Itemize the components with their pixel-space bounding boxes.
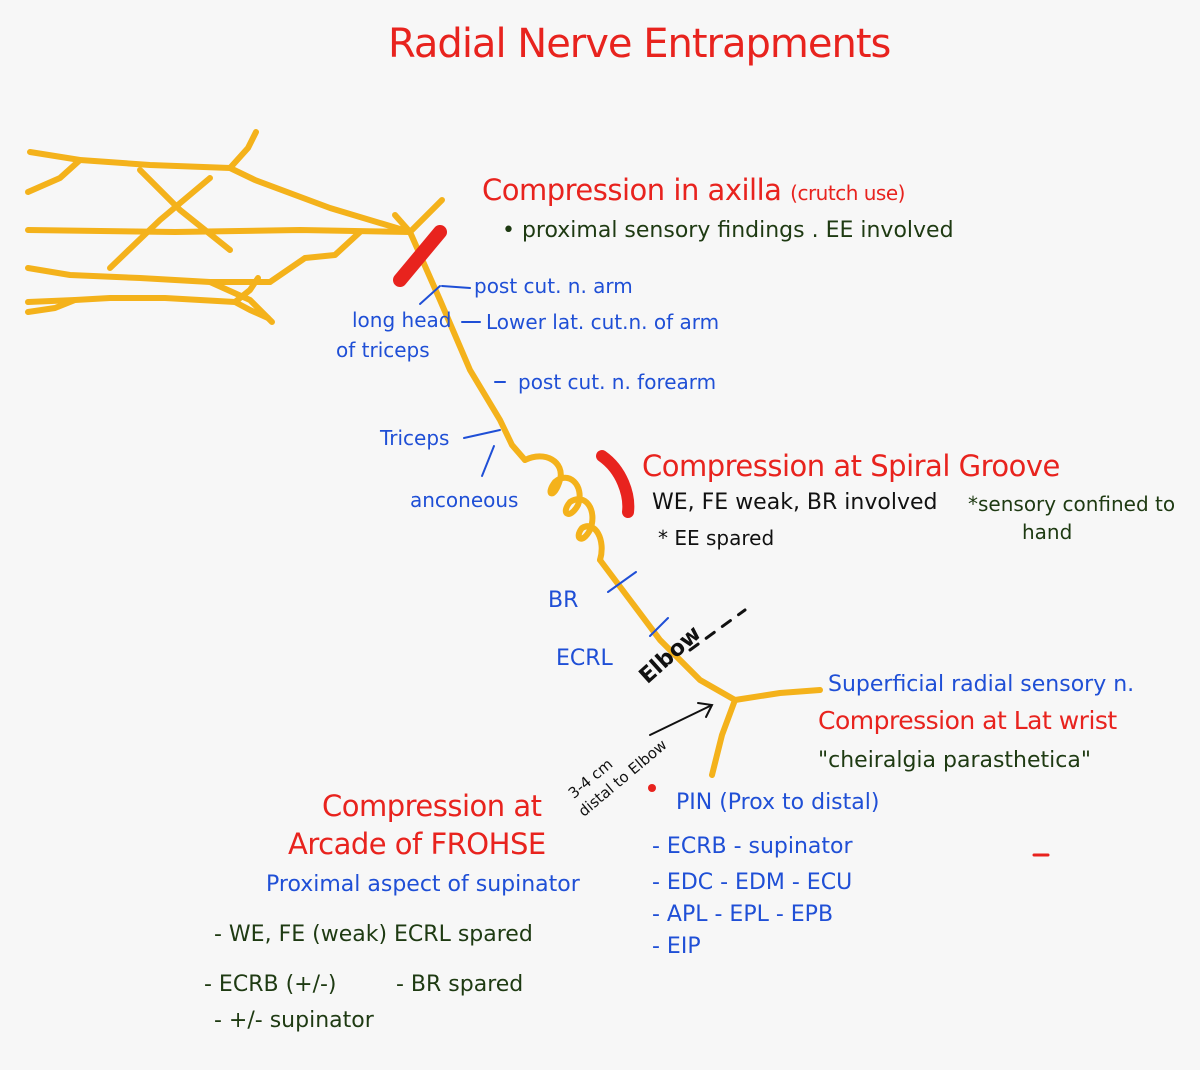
pointer-long-head: [419, 285, 441, 305]
radial-nerve-forearm-segment: [597, 557, 738, 703]
axilla-heading-text: Compression in axilla: [482, 173, 782, 207]
spiral-groove-spared: * EE spared: [658, 526, 775, 550]
pin-branch: [709, 697, 738, 778]
page-title: Radial Nerve Entrapments: [388, 21, 891, 67]
radial-nerve-trunk: [407, 229, 823, 778]
frohse-finding-supinator: - +/- supinator: [214, 1008, 374, 1033]
label-anconeus: anconeous: [410, 488, 519, 512]
spiral-groove-sensory: *sensory confined to: [968, 492, 1176, 516]
pin-row-3: - APL - EPL - EPB: [652, 902, 834, 927]
superficial-radial-label: Superficial radial sensory n.: [828, 672, 1135, 697]
pointer-lines: [419, 285, 669, 637]
spiral-groove-coil: [522, 453, 605, 563]
brachial-plexus: [25, 129, 445, 325]
axilla-finding: • proximal sensory findings . EE involve…: [502, 218, 954, 243]
pin-row-4: - EIP: [652, 934, 701, 959]
axilla-compression-mark: [393, 225, 447, 287]
pointer-br: [607, 571, 637, 593]
plexus-root-2: [25, 227, 413, 235]
spiral-groove-finding: WE, FE weak, BR involved: [652, 490, 938, 515]
label-br: BR: [548, 588, 579, 613]
label-ecrl: ECRL: [556, 646, 613, 671]
plexus-root-1: [25, 157, 83, 195]
spiral-groove-heading: Compression at Spiral Groove: [642, 449, 1060, 483]
plexus-upper-trunk: [27, 149, 413, 235]
spiral-groove-sensory-hand: hand: [1022, 520, 1073, 544]
frohse-distance-arrow: [649, 702, 714, 736]
plexus-division-1: [137, 167, 233, 253]
frohse-finding-ecrb: - ECRB (+/-): [204, 972, 337, 997]
frohse-heading-arcade: Arcade of FROHSE: [288, 827, 546, 861]
plexus-division-2: [107, 175, 213, 271]
frohse-finding-br: - BR spared: [396, 972, 524, 997]
axilla-cause: (crutch use): [790, 181, 905, 205]
pin-row-1: - ECRB - supinator: [652, 834, 853, 859]
plexus-division-4: [267, 229, 363, 285]
plexus-root-5: [25, 297, 78, 315]
frohse-subtitle: Proximal aspect of supinator: [266, 872, 580, 897]
label-triceps: Triceps: [380, 426, 450, 450]
frohse-heading: Compression at: [322, 789, 542, 823]
pointer-post-cut-arm: [441, 285, 471, 289]
plexus-root-4: [25, 295, 238, 305]
pointer-triceps: [463, 429, 501, 439]
compression-marks: [393, 225, 1050, 857]
spiral-groove-compression-mark: [596, 450, 635, 518]
plexus-division-3: [227, 129, 259, 171]
pin-row-2: - EDC - EDM - ECU: [652, 870, 853, 895]
lat-wrist-eponym: "cheiralgia parasthetica": [818, 748, 1091, 773]
plexus-cord-tip-2: [392, 212, 413, 235]
label-of-triceps: of triceps: [336, 338, 430, 362]
lat-wrist-heading: Compression at Lat wrist: [818, 706, 1117, 735]
superficial-radial-branch: [732, 687, 823, 703]
elbow-line: [688, 608, 747, 652]
label-lower-lat: Lower lat. cut.n. of arm: [486, 310, 720, 334]
pin-heading: PIN (Prox to distal): [676, 790, 880, 815]
axilla-heading: Compression in axilla (crutch use): [482, 176, 905, 205]
plexus-root-3: [25, 265, 273, 285]
label-post-cut-arm: post cut. n. arm: [474, 274, 633, 298]
plexus-division-6: [232, 275, 261, 305]
label-post-cut-forearm: post cut. n. forearm: [518, 370, 717, 394]
pointer-anconeus: [481, 445, 495, 477]
label-long-head: long head: [352, 308, 452, 332]
pointer-ecrl: [649, 617, 669, 637]
plexus-cord-tip: [407, 197, 445, 235]
plexus-division-7: [232, 299, 271, 321]
frohse-finding-weak: - WE, FE (weak) ECRL spared: [214, 922, 533, 947]
frohse-marker-dot: [648, 784, 656, 792]
radial-nerve-arm-segment: [407, 229, 528, 463]
